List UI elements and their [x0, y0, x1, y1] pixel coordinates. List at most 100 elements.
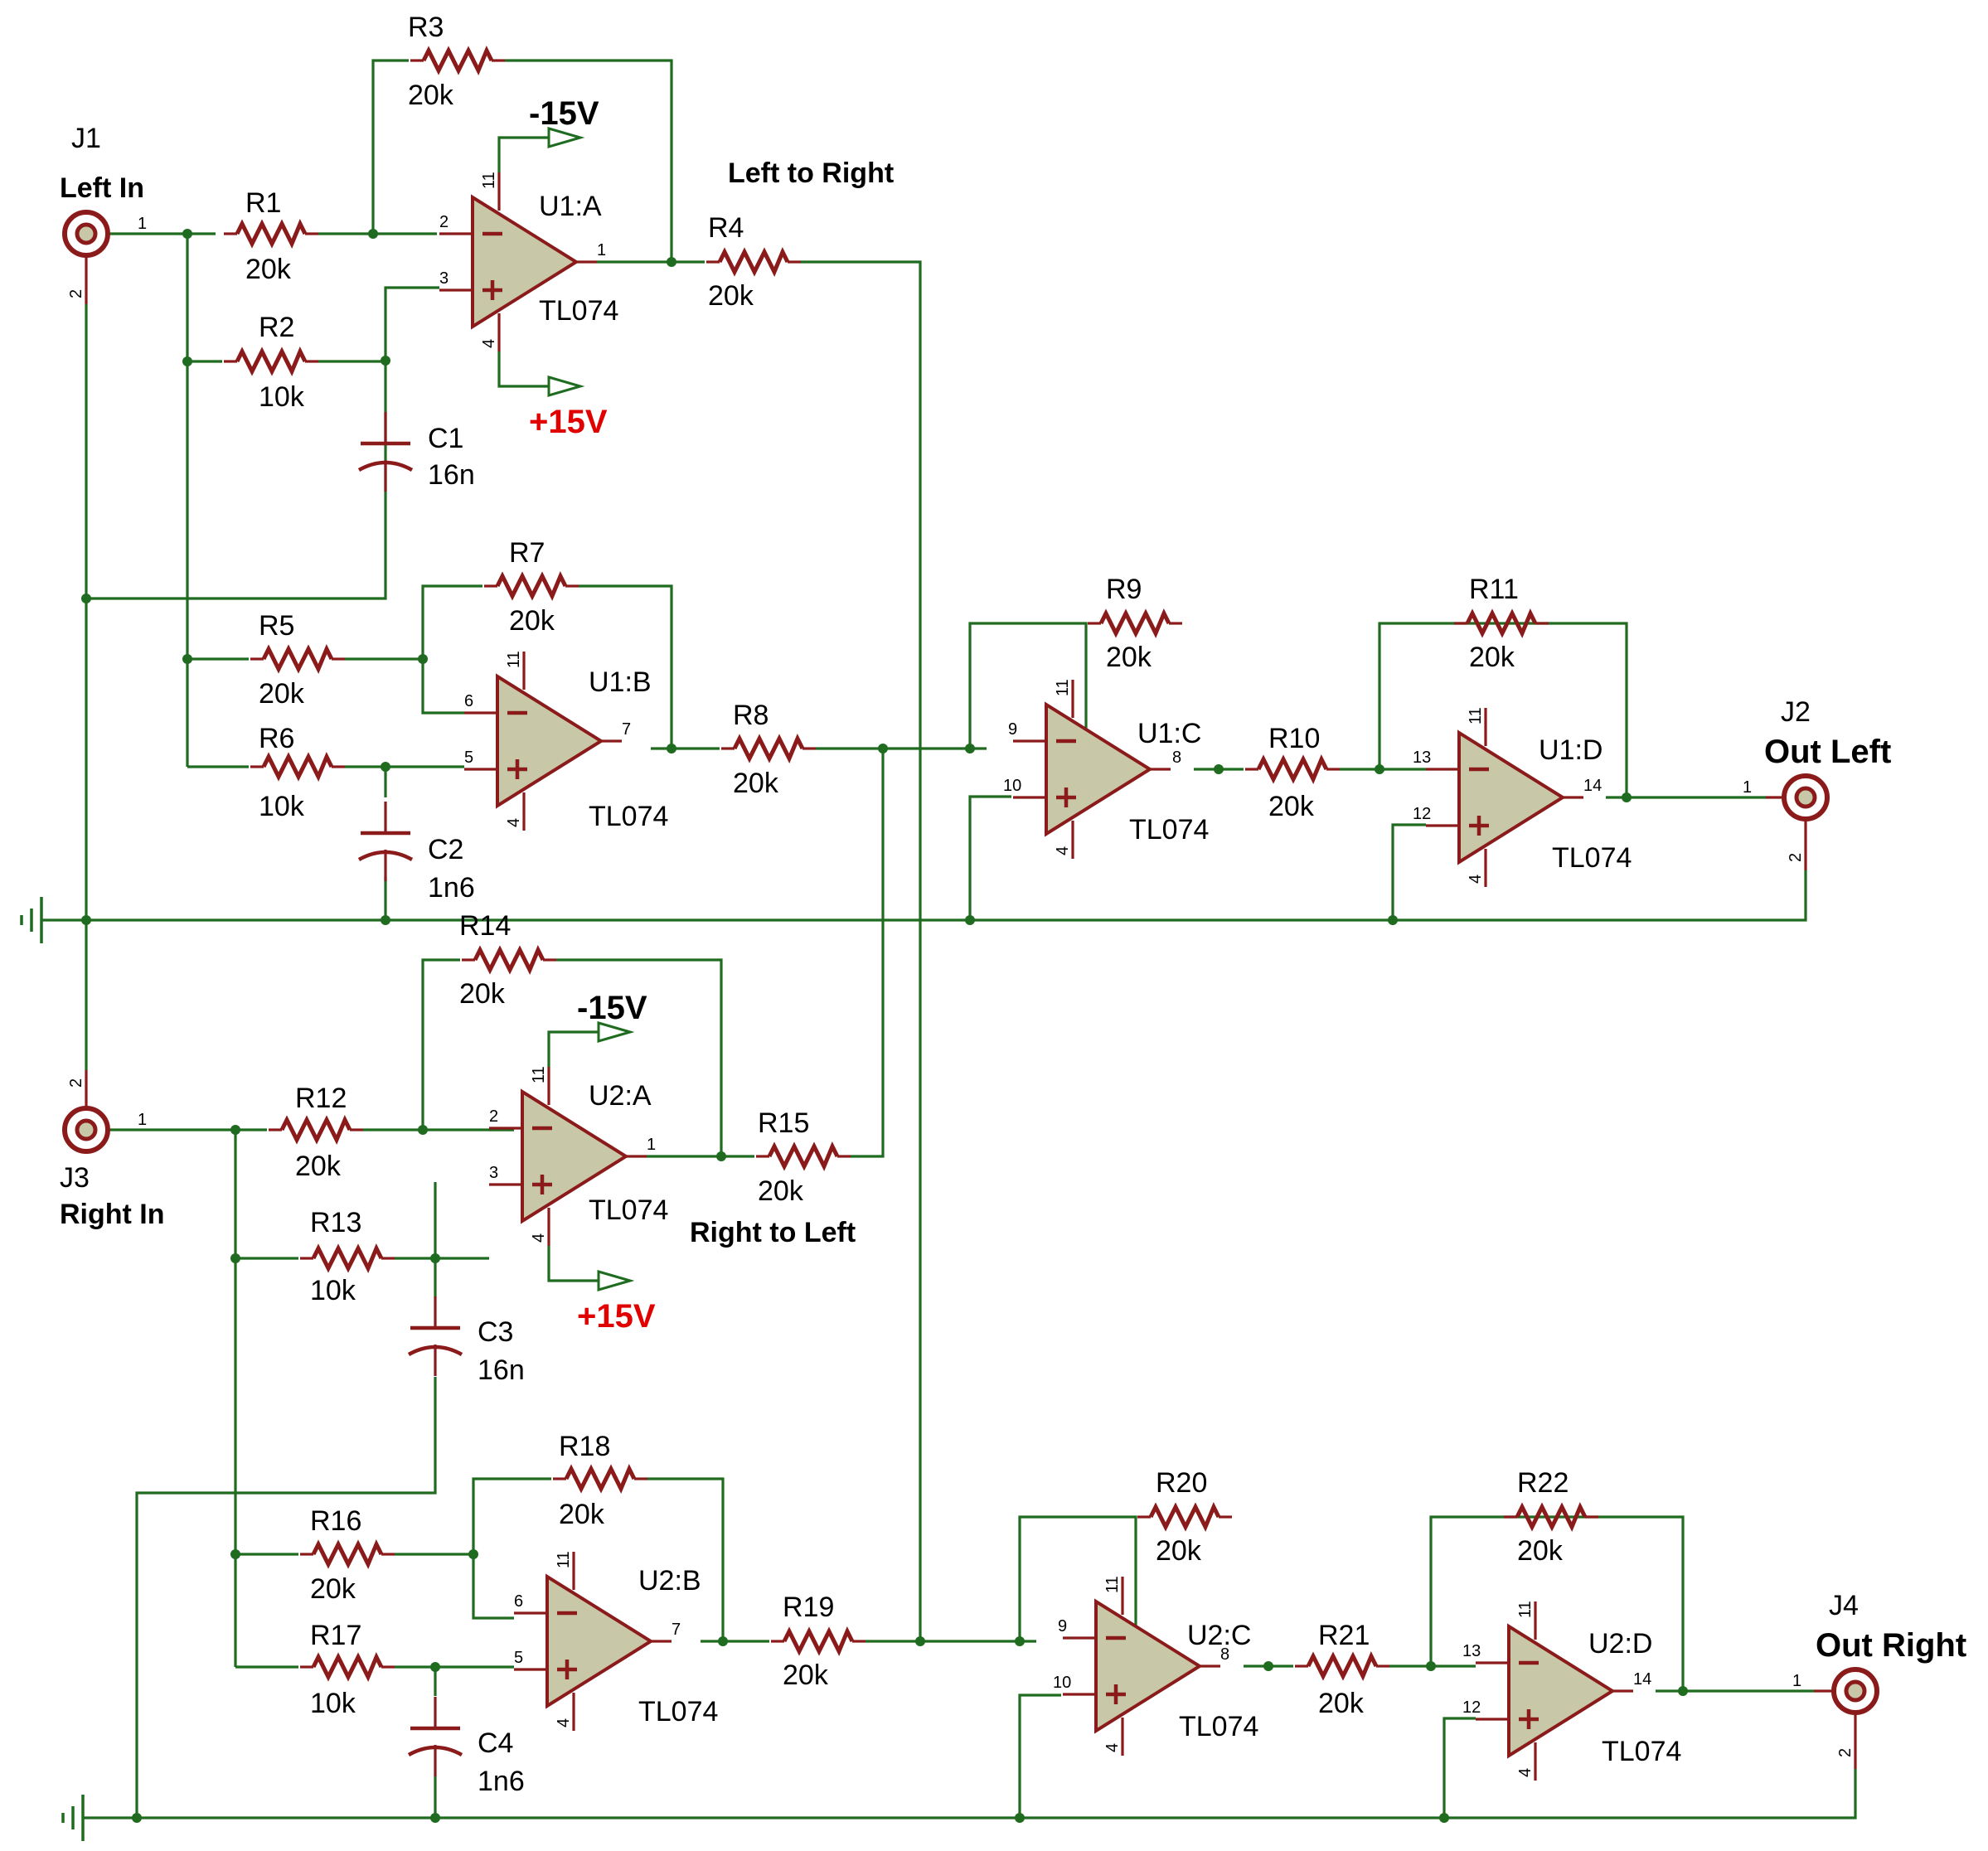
j2-pin2: 2: [1787, 853, 1805, 862]
r13-value: 10k: [310, 1275, 356, 1306]
r16-value: 20k: [310, 1573, 356, 1605]
resistor-r22: R22 20k: [1504, 1467, 1598, 1567]
u1b-pin-noninv: 5: [464, 749, 473, 767]
c1-ref: C1: [428, 423, 463, 454]
r11-value: 20k: [1469, 642, 1515, 673]
connector-j4: J4 Out Right 1 2: [1792, 1590, 1966, 1769]
u1d-part: TL074: [1552, 842, 1632, 874]
c2-ref: C2: [428, 834, 463, 865]
r11-ref: R11: [1469, 574, 1519, 605]
r18-ref: R18: [559, 1431, 610, 1462]
r10-ref: R10: [1268, 723, 1320, 754]
resistor-r14: R14 20k: [459, 910, 556, 1010]
u1a-pin-inv: 2: [439, 213, 449, 231]
r6-value: 10k: [259, 791, 305, 822]
r7-ref: R7: [509, 537, 545, 569]
u1a-pin-vtop: 11: [480, 172, 498, 189]
r5-ref: R5: [259, 610, 294, 642]
u2c-pin-out: 8: [1220, 1645, 1229, 1664]
u2c-pin-noninv: 10: [1053, 1674, 1071, 1692]
r15-value: 20k: [758, 1175, 804, 1207]
u2d-pin-out: 14: [1633, 1670, 1651, 1689]
resistor-r11: R11 20k: [1454, 574, 1549, 673]
r19-value: 20k: [783, 1660, 829, 1691]
c4-ref: C4: [478, 1727, 513, 1759]
u1c-pin-out: 8: [1172, 749, 1181, 767]
u1b-pin-vtop: 11: [505, 651, 523, 668]
opamp-u2d: 13 12 14 11 4 U2:D TL074: [1462, 1601, 1681, 1781]
u1a-part: TL074: [539, 295, 618, 327]
u2b-pin-out: 7: [672, 1621, 681, 1639]
r2-ref: R2: [259, 312, 294, 343]
u2-pos-supply: +15V: [577, 1298, 656, 1335]
u2b-pin-inv: 6: [514, 1592, 523, 1611]
u1d-pin-inv: 13: [1413, 749, 1431, 767]
r12-value: 20k: [295, 1151, 342, 1182]
c4-value: 1n6: [478, 1766, 525, 1797]
r3-ref: R3: [408, 12, 444, 43]
r19-ref: R19: [783, 1592, 834, 1623]
r14-ref: R14: [459, 910, 511, 942]
resistor-r13: R13 10k: [300, 1207, 395, 1306]
u1-neg-supply: -15V: [529, 95, 599, 132]
opamp-u1d: 13 12 14 11 4 U1:D TL074: [1413, 707, 1632, 887]
u1d-pin-vtop: 11: [1467, 707, 1485, 724]
u1a-pin-vbot: 4: [480, 339, 498, 348]
r14-value: 20k: [459, 978, 506, 1010]
r22-value: 20k: [1517, 1535, 1564, 1567]
j1-ref: J1: [71, 123, 101, 154]
r22-ref: R22: [1517, 1467, 1569, 1499]
u2c-ref: U2:C: [1187, 1620, 1251, 1651]
opamp-u1a: 2 3 1 11 4 U1:A TL074 -15V +15V: [439, 95, 618, 440]
r3-value: 20k: [408, 80, 454, 111]
u1d-ref: U1:D: [1539, 734, 1603, 766]
r21-value: 20k: [1318, 1688, 1365, 1719]
resistor-r21: R21 20k: [1295, 1620, 1389, 1719]
resistor-r20: R20 20k: [1137, 1467, 1232, 1567]
resistor-r18: R18 20k: [553, 1431, 647, 1530]
u2a-pin-out: 1: [647, 1136, 656, 1154]
r9-value: 20k: [1106, 642, 1152, 673]
r20-ref: R20: [1156, 1467, 1207, 1499]
r4-ref: R4: [708, 212, 744, 244]
u2d-pin-inv: 13: [1462, 1642, 1481, 1660]
r4-value: 20k: [708, 280, 754, 312]
u2d-ref: U2:D: [1588, 1628, 1652, 1660]
u2b-pin-vbot: 4: [555, 1718, 573, 1727]
c1-value: 16n: [428, 459, 475, 491]
wires: [41, 59, 1857, 1820]
capacitor-c1: C1 16n: [359, 412, 475, 492]
resistor-r3: R3 20k: [408, 12, 505, 111]
u1c-ref: U1:C: [1137, 718, 1201, 749]
u1d-pin-vbot: 4: [1467, 875, 1485, 884]
r5-value: 20k: [259, 678, 305, 710]
u2d-pin-vtop: 11: [1516, 1601, 1535, 1618]
u1a-pin-noninv: 3: [439, 269, 449, 288]
r17-value: 10k: [310, 1688, 356, 1719]
u2b-ref: U2:B: [638, 1565, 701, 1597]
u2a-ref: U2:A: [589, 1080, 652, 1112]
j1-pin2: 2: [67, 289, 85, 298]
u2c-part: TL074: [1179, 1711, 1258, 1742]
j4-label: Out Right: [1816, 1627, 1966, 1664]
u1c-pin-inv: 9: [1008, 720, 1017, 739]
resistor-r7: R7 20k: [484, 537, 579, 637]
u2a-pin-noninv: 3: [489, 1164, 498, 1182]
u1a-pin-out: 1: [597, 241, 606, 259]
j3-label: Right In: [60, 1199, 165, 1230]
resistor-r8: R8 20k: [721, 700, 816, 799]
c3-value: 16n: [478, 1354, 525, 1386]
junctions: [81, 229, 1688, 1823]
u2b-part: TL074: [638, 1696, 718, 1727]
opamp-u1c: 9 10 8 11 4 U1:C TL074: [1003, 679, 1209, 859]
u1b-part: TL074: [589, 801, 668, 832]
u2b-pin-noninv: 5: [514, 1649, 523, 1667]
connector-j1: J1 Left In 1 2: [60, 123, 147, 304]
u1b-ref: U1:B: [589, 666, 652, 698]
capacitor-c2: C2 1n6: [359, 802, 475, 904]
resistor-r2: R2 10k: [224, 312, 318, 413]
r18-value: 20k: [559, 1499, 605, 1530]
r2-value: 10k: [259, 381, 305, 413]
u1b-pin-out: 7: [622, 720, 631, 739]
r8-ref: R8: [733, 700, 769, 731]
